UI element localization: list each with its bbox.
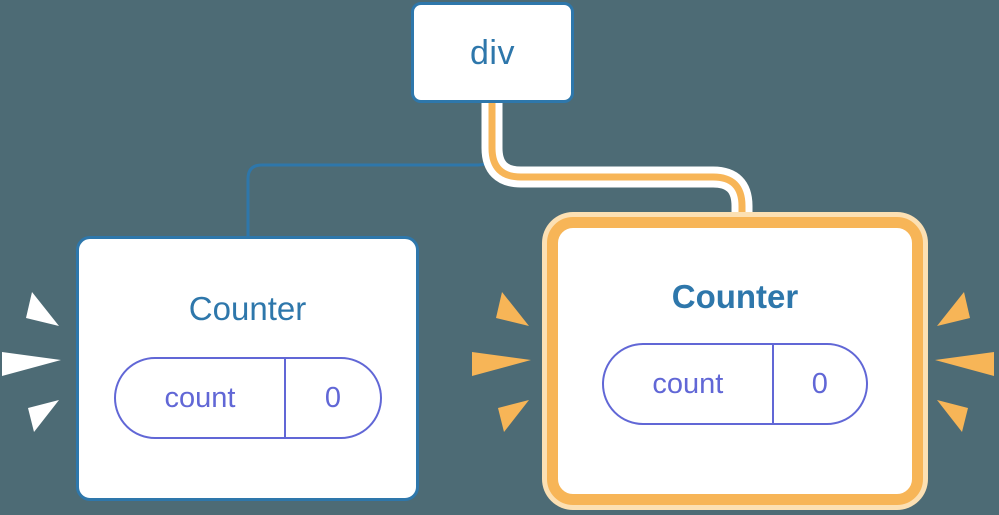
edge-div-to-counter-right: [488, 99, 746, 232]
state-value-label: 0: [811, 367, 828, 400]
node-counter-left[interactable]: Counter count 0: [76, 236, 419, 501]
edge-div-to-counter-right-halo: [481, 92, 753, 239]
node-counter-right[interactable]: Counter count 0: [547, 217, 923, 505]
sparkle-burst-white-icon: [2, 292, 61, 432]
sparkle-burst-orange-icon: [935, 292, 994, 432]
state-key-label: count: [604, 345, 774, 423]
state-value-label: 0: [324, 381, 342, 414]
node-div[interactable]: div: [411, 2, 574, 103]
state-key-label: count: [116, 359, 287, 437]
node-div-label: div: [470, 33, 515, 72]
state-pill-counter-right: count 0: [602, 343, 868, 425]
node-counter-left-title: Counter: [188, 290, 307, 327]
state-pill-counter-left: count 0: [113, 357, 382, 439]
sparkle-burst-orange-icon: [472, 292, 531, 432]
node-counter-right-title: Counter: [671, 278, 799, 315]
edge-div-to-counter-left: [246, 101, 494, 238]
